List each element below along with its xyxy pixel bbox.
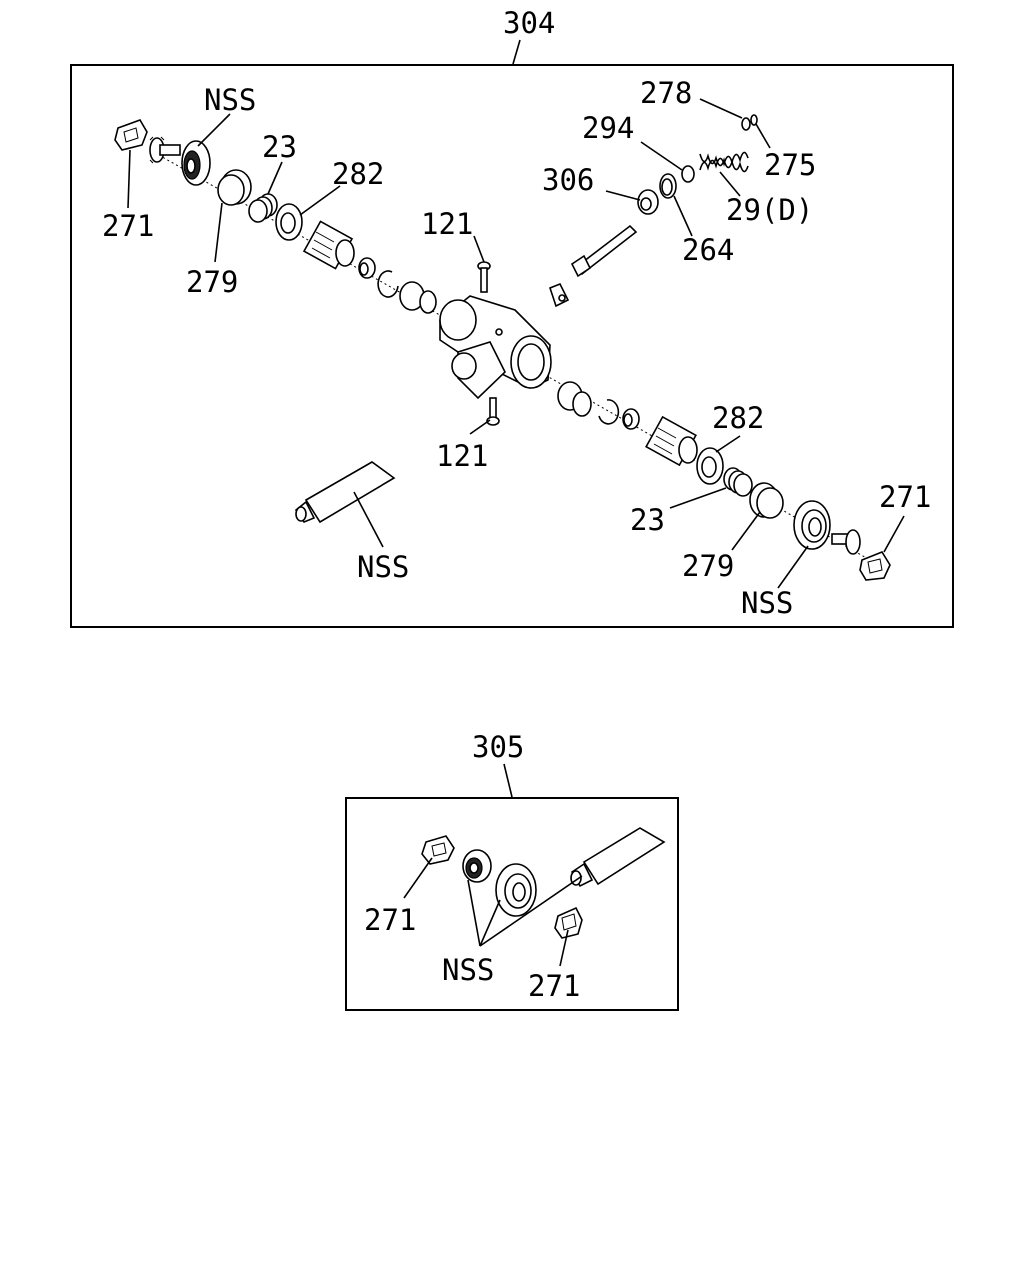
callout-282-left: 282	[332, 157, 384, 191]
callout-271-a: 271	[364, 903, 416, 937]
seal-306	[637, 189, 659, 215]
ring-278	[741, 117, 751, 131]
callout-nss-kit: NSS	[442, 953, 494, 987]
adjuster-screw-left	[149, 136, 181, 164]
bearing-right	[645, 415, 698, 467]
callout-23-right: 23	[630, 503, 665, 537]
assembly-305-frame	[345, 797, 679, 1011]
clip-275	[750, 114, 758, 126]
seal-right-nss	[793, 500, 831, 550]
callout-nss-tube: NSS	[357, 550, 409, 584]
callout-279-left: 279	[186, 265, 238, 299]
pinion-nut-right	[557, 381, 592, 417]
kit-grease-tube	[570, 827, 666, 888]
callout-nss-left: NSS	[204, 83, 256, 117]
kit-seal-large	[495, 863, 537, 917]
spring-left-23	[248, 193, 278, 223]
callout-294: 294	[582, 111, 634, 145]
callout-278: 278	[640, 76, 692, 110]
callout-306: 306	[542, 163, 594, 197]
oring-264	[659, 173, 677, 199]
pinion-nut-left	[399, 281, 437, 314]
dust-cover-left	[114, 119, 148, 151]
bracket-clip	[549, 282, 570, 308]
seal-left-nss	[181, 140, 211, 186]
leader-lines-305	[403, 857, 583, 967]
bushing-right	[622, 408, 640, 430]
spring-29d	[699, 151, 749, 173]
callout-264: 264	[682, 233, 734, 267]
callout-23-left: 23	[262, 130, 297, 164]
boot-left-279	[217, 169, 252, 206]
bearing-left	[302, 220, 355, 270]
ring-294	[681, 165, 695, 183]
screw-121-top	[477, 261, 491, 293]
callout-29d: 29(D)	[726, 193, 813, 227]
dust-cover-right	[859, 551, 891, 581]
snap-ring-right	[598, 399, 620, 425]
callout-279-right: 279	[682, 549, 734, 583]
callout-121-top: 121	[421, 207, 473, 241]
valve-stem	[570, 224, 638, 278]
washer-left-282	[275, 203, 303, 241]
kit-dust-cover-a	[421, 835, 455, 865]
callout-121-bottom: 121	[436, 439, 488, 473]
assembly-number-305: 305	[472, 730, 524, 764]
grease-tube	[294, 461, 396, 524]
snap-ring-left	[377, 270, 399, 298]
boot-right-279	[749, 482, 784, 519]
washer-right-282	[696, 447, 724, 485]
callout-282-right: 282	[712, 401, 764, 435]
assembly-number-304: 304	[503, 6, 555, 40]
assembly-304-leader	[512, 39, 521, 65]
assembly-305-leader	[503, 763, 513, 798]
screw-121-bottom	[486, 397, 500, 426]
kit-dust-cover-b	[554, 906, 583, 939]
callout-275: 275	[764, 148, 816, 182]
adjuster-screw-right	[831, 529, 861, 555]
assembly-305: 305	[345, 730, 679, 1011]
assembly-304: 304	[70, 6, 954, 628]
callout-271-b: 271	[528, 969, 580, 1003]
spring-right-23	[723, 467, 753, 497]
bushing-left	[358, 257, 376, 279]
assembly-304-frame	[70, 64, 954, 628]
callout-nss-right: NSS	[741, 586, 793, 620]
callout-271-right: 271	[879, 480, 931, 514]
leader-lines-304	[127, 98, 905, 589]
callout-271-left: 271	[102, 209, 154, 243]
gear-housing	[439, 295, 552, 400]
kit-seal-small	[462, 849, 492, 883]
